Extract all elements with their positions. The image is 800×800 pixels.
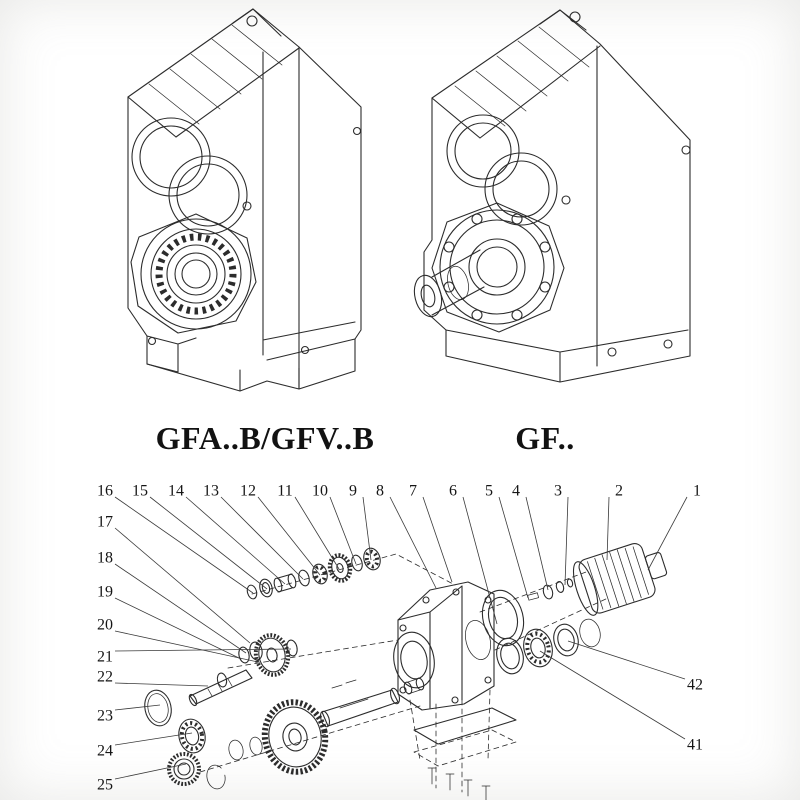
- leader-line-4: [525, 496, 549, 591]
- assembly-axis-lines: [199, 553, 609, 793]
- callout-layer: 1234567891011121314151617181920212223242…: [97, 483, 703, 794]
- input-bores: [446, 114, 558, 226]
- part-number-4: 4: [512, 483, 520, 500]
- part-number-2: 2: [615, 483, 623, 500]
- part-number-6: 6: [449, 483, 457, 500]
- leader-line-25: [114, 763, 187, 780]
- small-fasteners: [527, 578, 574, 601]
- part-number-41: 41: [687, 737, 703, 754]
- cooling-ribs: [431, 26, 601, 139]
- gearbox-drawing-gfab: [127, 8, 362, 392]
- leader-line-21: [114, 648, 292, 652]
- part-number-24: 24: [97, 743, 113, 760]
- leader-line-14: [185, 496, 286, 585]
- gasket-ring: [481, 589, 525, 647]
- part-number-22: 22: [97, 669, 113, 686]
- part-number-9: 9: [349, 483, 357, 500]
- leader-line-3: [564, 496, 569, 586]
- part-number-14: 14: [168, 483, 184, 500]
- leader-line-1: [647, 496, 688, 571]
- output-bearing: [130, 213, 257, 334]
- part-number-19: 19: [97, 584, 113, 601]
- part-number-16: 16: [97, 483, 113, 500]
- part-number-21: 21: [97, 649, 113, 666]
- leader-line-7: [422, 496, 453, 583]
- part-number-8: 8: [376, 483, 384, 500]
- leader-line-41: [539, 650, 686, 740]
- part-number-7: 7: [409, 483, 417, 500]
- leader-line-16: [114, 496, 254, 594]
- part-number-12: 12: [240, 483, 256, 500]
- leader-line-23: [114, 704, 161, 711]
- leader-line-15: [149, 496, 268, 590]
- gearbox-drawing-gf: [413, 9, 691, 383]
- part-number-17: 17: [97, 514, 113, 531]
- part-number-1: 1: [693, 483, 701, 500]
- leader-line-17: [114, 527, 251, 644]
- part-number-23: 23: [97, 708, 113, 725]
- output-flange-and-shaft: [413, 202, 565, 333]
- leader-line-10: [329, 496, 357, 565]
- leader-line-12: [257, 496, 321, 576]
- part-number-20: 20: [97, 617, 113, 634]
- intermediate-shaft-parts: [246, 547, 381, 600]
- part-number-5: 5: [485, 483, 493, 500]
- cooling-ribs: [127, 24, 300, 138]
- part-number-3: 3: [554, 483, 562, 500]
- middle-gear-parts: [188, 633, 298, 707]
- model-label-gf: GF..: [515, 420, 575, 456]
- output-gear-and-shaft: [261, 677, 425, 775]
- leader-line-20: [114, 630, 259, 663]
- leader-line-42: [567, 640, 686, 680]
- part-number-10: 10: [312, 483, 328, 500]
- leader-line-19: [114, 597, 242, 660]
- cover-plates-and-bolts: [413, 707, 517, 800]
- leader-line-24: [114, 732, 193, 746]
- motor-adapter: [572, 543, 668, 616]
- leader-line-6: [462, 496, 498, 625]
- lifting-lug: [232, 8, 282, 37]
- exploded-parts-drawing: [144, 543, 668, 800]
- leader-line-18: [114, 563, 247, 654]
- leader-line-2: [606, 496, 610, 561]
- part-number-13: 13: [203, 483, 219, 500]
- output-side-rings: [496, 618, 601, 675]
- leader-line-22: [114, 682, 209, 687]
- output-bearing-parts: [144, 689, 263, 790]
- gear-housing: [393, 581, 495, 711]
- leader-line-8: [389, 496, 437, 589]
- leader-line-5: [498, 496, 529, 599]
- part-number-11: 11: [277, 483, 292, 500]
- part-number-42: 42: [687, 677, 703, 694]
- model-label-gfab: GFA..B/GFV..B: [155, 420, 375, 456]
- part-number-25: 25: [97, 777, 113, 794]
- leader-line-9: [362, 496, 372, 561]
- leader-line-13: [220, 496, 304, 580]
- part-number-18: 18: [97, 550, 113, 567]
- mounting-feet: [146, 335, 300, 392]
- input-bores: [131, 117, 248, 235]
- part-number-15: 15: [132, 483, 148, 500]
- leader-line-11: [294, 496, 340, 570]
